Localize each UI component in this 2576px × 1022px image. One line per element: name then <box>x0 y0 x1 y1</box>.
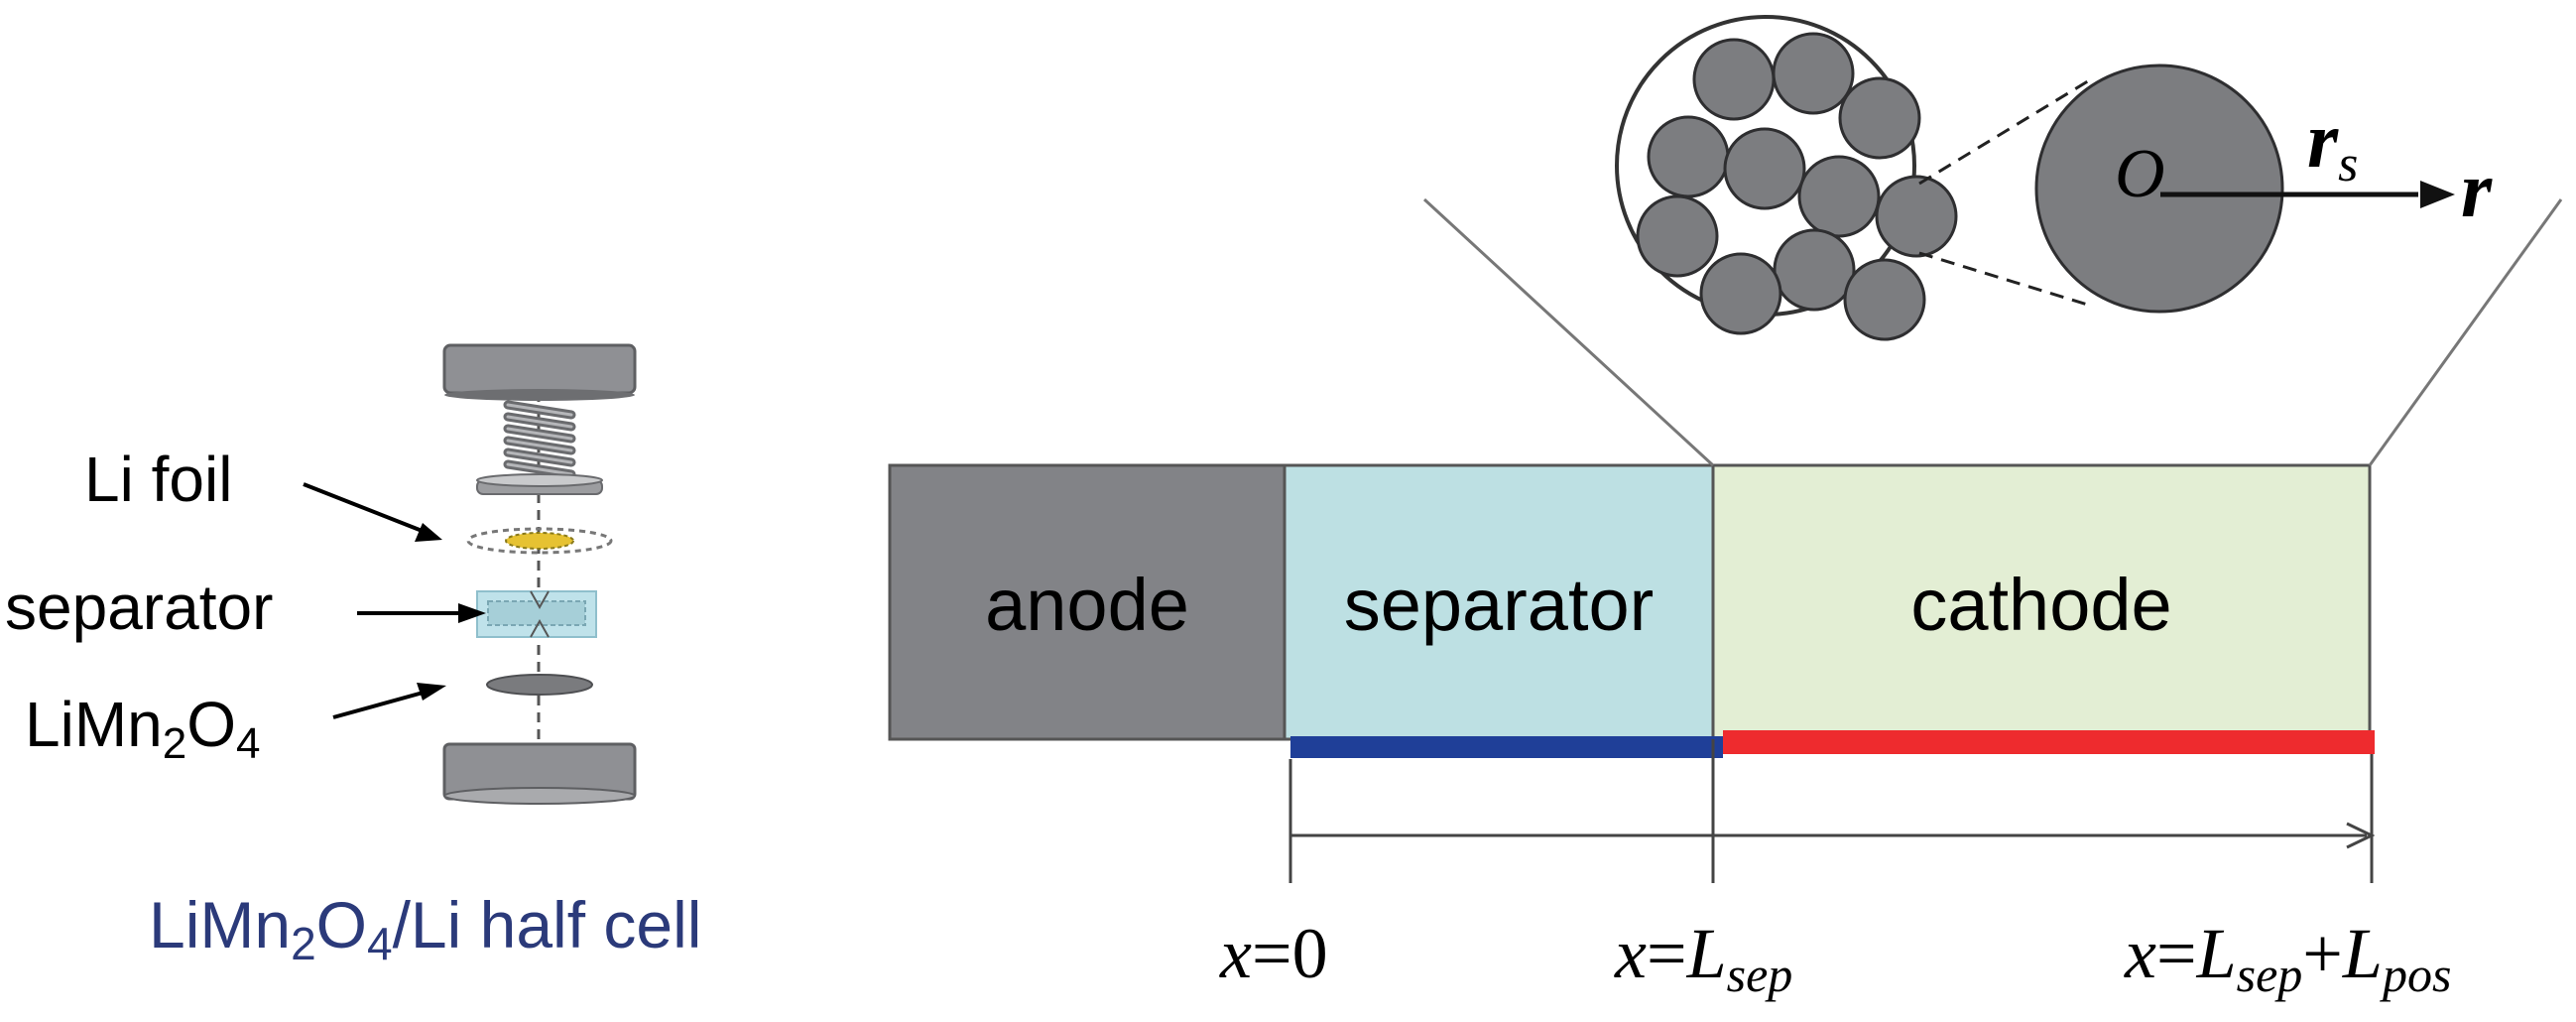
particle <box>1797 155 1881 238</box>
particle <box>1647 115 1730 198</box>
top-cap <box>442 343 637 401</box>
radius-label: rs <box>2307 97 2358 192</box>
particle <box>1875 175 1958 258</box>
spring-icon <box>503 400 576 479</box>
origin-label: O <box>2115 136 2165 212</box>
separator-block <box>476 590 597 638</box>
particle <box>1723 127 1806 210</box>
radial-axis-arrowhead <box>2420 181 2455 208</box>
caption-half-cell: LiMn2O4/Li half cell <box>149 888 701 969</box>
particle-zoom-line-bottom <box>1918 251 2092 308</box>
zoom-line-right <box>2368 198 2563 466</box>
arrow-li-foil <box>303 482 426 534</box>
arrow-limn2o4 <box>332 690 428 719</box>
coin-cell-exploded-view <box>442 343 637 805</box>
coin-cell-labels: Li foil separator LiMn2O4 LiMn2O4/Li hal… <box>5 444 701 969</box>
label-li-foil: Li foil <box>84 444 232 515</box>
label-separator: separator <box>5 572 273 643</box>
label-x-equals-lsep: x=Lsep <box>1614 914 1792 1002</box>
particle <box>1843 258 1926 341</box>
cathode-disk <box>486 674 593 696</box>
arrowhead-separator <box>458 603 486 623</box>
particle <box>1692 38 1776 121</box>
label-x-equals-lsep-plus-lpos: x=Lsep+Lpos <box>2124 914 2451 1002</box>
label-x-equals-0: x=0 <box>1219 914 1328 993</box>
anode-region <box>888 463 1287 741</box>
arrowhead-li-foil <box>415 523 442 542</box>
particle <box>1838 76 1921 160</box>
label-limn2o4: LiMn2O4 <box>25 689 260 768</box>
particle-sphere <box>2034 64 2284 314</box>
arrowhead-limn2o4 <box>417 683 446 701</box>
spacer-disk <box>476 473 603 495</box>
anode-label: anode <box>985 564 1189 646</box>
particle <box>1773 228 1856 312</box>
particle <box>1636 194 1719 278</box>
li-foil-disk <box>466 527 613 555</box>
particle-zoom-line-top <box>1918 77 2092 186</box>
particle <box>1699 252 1782 335</box>
separator-domain-bar <box>1290 736 1723 758</box>
cathode-domain-bar <box>1723 730 2375 754</box>
radial-coordinate-label: r <box>2461 147 2493 234</box>
bottom-cap <box>442 742 637 805</box>
x-axis-arrowhead <box>2346 822 2376 849</box>
x-axis-dimension <box>1288 739 2376 883</box>
domain-regions: anode separator cathode <box>888 463 2372 741</box>
separator-label: separator <box>1344 564 1655 646</box>
zoom-line-left <box>1422 197 1715 467</box>
cathode-label: cathode <box>1910 564 2171 646</box>
particle-cluster <box>1615 15 1958 341</box>
separator-region <box>1283 463 1715 741</box>
single-particle: O rs r <box>2034 64 2493 314</box>
particle <box>1772 32 1855 115</box>
